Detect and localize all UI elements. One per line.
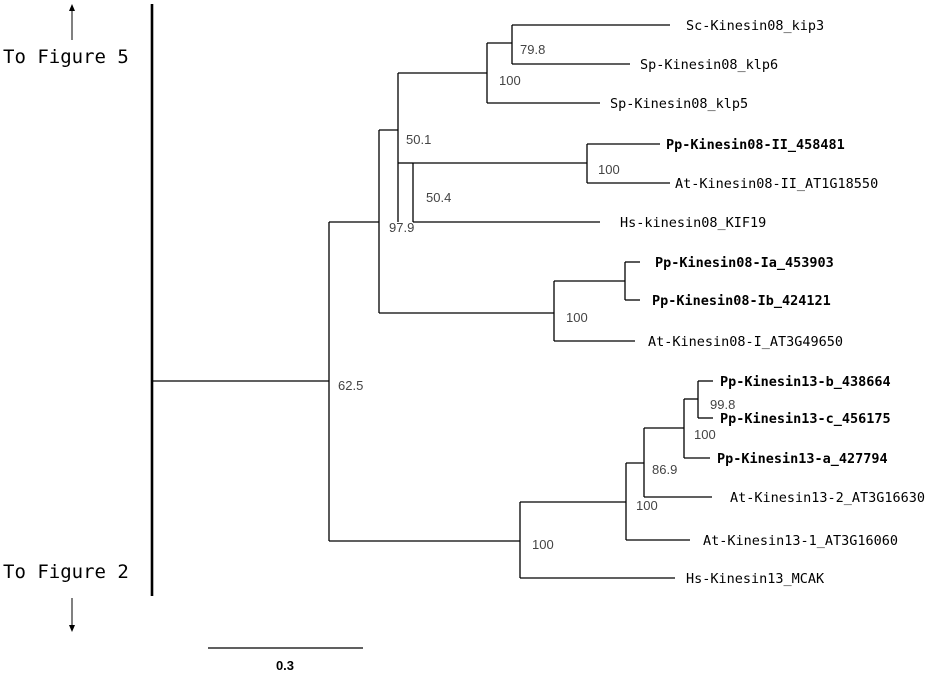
leaf-labels: Sc-Kinesin08_kip3 Sp-Kinesin08_klp6 Sp-K…	[610, 18, 925, 587]
leaf-label: At-Kinesin13-2_AT3G16630	[730, 490, 925, 506]
leaf-label: Pp-Kinesin08-Ib_424121	[652, 293, 831, 309]
support-value: 100	[532, 537, 554, 552]
tree-branches	[152, 24, 713, 579]
scale-bar: 0.3	[208, 647, 363, 673]
support-value: 100	[566, 310, 588, 325]
to-figure-2-label: To Figure 2	[3, 561, 129, 583]
leaf-label: Pp-Kinesin13-b_438664	[720, 374, 891, 390]
support-value: 100	[598, 162, 620, 177]
arrow-down-icon	[69, 598, 75, 632]
arrow-up-icon	[69, 4, 75, 40]
support-value: 62.5	[338, 378, 363, 393]
support-value: 79.8	[520, 42, 545, 57]
leaf-label: Sc-Kinesin08_kip3	[686, 18, 824, 34]
leaf-label: Pp-Kinesin08-II_458481	[666, 137, 845, 153]
leaf-label: Sp-Kinesin08_klp6	[640, 57, 778, 73]
scale-bar-label: 0.3	[276, 658, 294, 673]
support-value: 99.8	[710, 397, 735, 412]
support-value: 100	[694, 427, 716, 442]
support-value: 97.9	[389, 220, 414, 235]
support-value: 100	[636, 498, 658, 513]
support-value: 50.1	[406, 132, 431, 147]
leaf-label: Sp-Kinesin08_klp5	[610, 96, 748, 112]
leaf-label: Pp-Kinesin13-c_456175	[720, 411, 891, 427]
figure-connector: To Figure 5 To Figure 2	[3, 4, 154, 632]
leaf-label: At-Kinesin13-1_AT3G16060	[703, 533, 898, 549]
leaf-label: Pp-Kinesin08-Ia_453903	[655, 255, 834, 271]
leaf-label: Pp-Kinesin13-a_427794	[717, 451, 888, 467]
leaf-label: At-Kinesin08-II_AT1G18550	[675, 176, 878, 192]
leaf-label: At-Kinesin08-I_AT3G49650	[648, 334, 843, 350]
support-values: 79.8 100 50.1 100 50.4 97.9 100 62.5 99.…	[338, 42, 735, 552]
to-figure-5-label: To Figure 5	[3, 46, 129, 68]
support-value: 86.9	[652, 462, 677, 477]
leaf-label: Hs-Kinesin13_MCAK	[686, 571, 825, 587]
support-value: 50.4	[426, 190, 451, 205]
leaf-label: Hs-kinesin08_KIF19	[620, 215, 766, 231]
support-value: 100	[499, 73, 521, 88]
